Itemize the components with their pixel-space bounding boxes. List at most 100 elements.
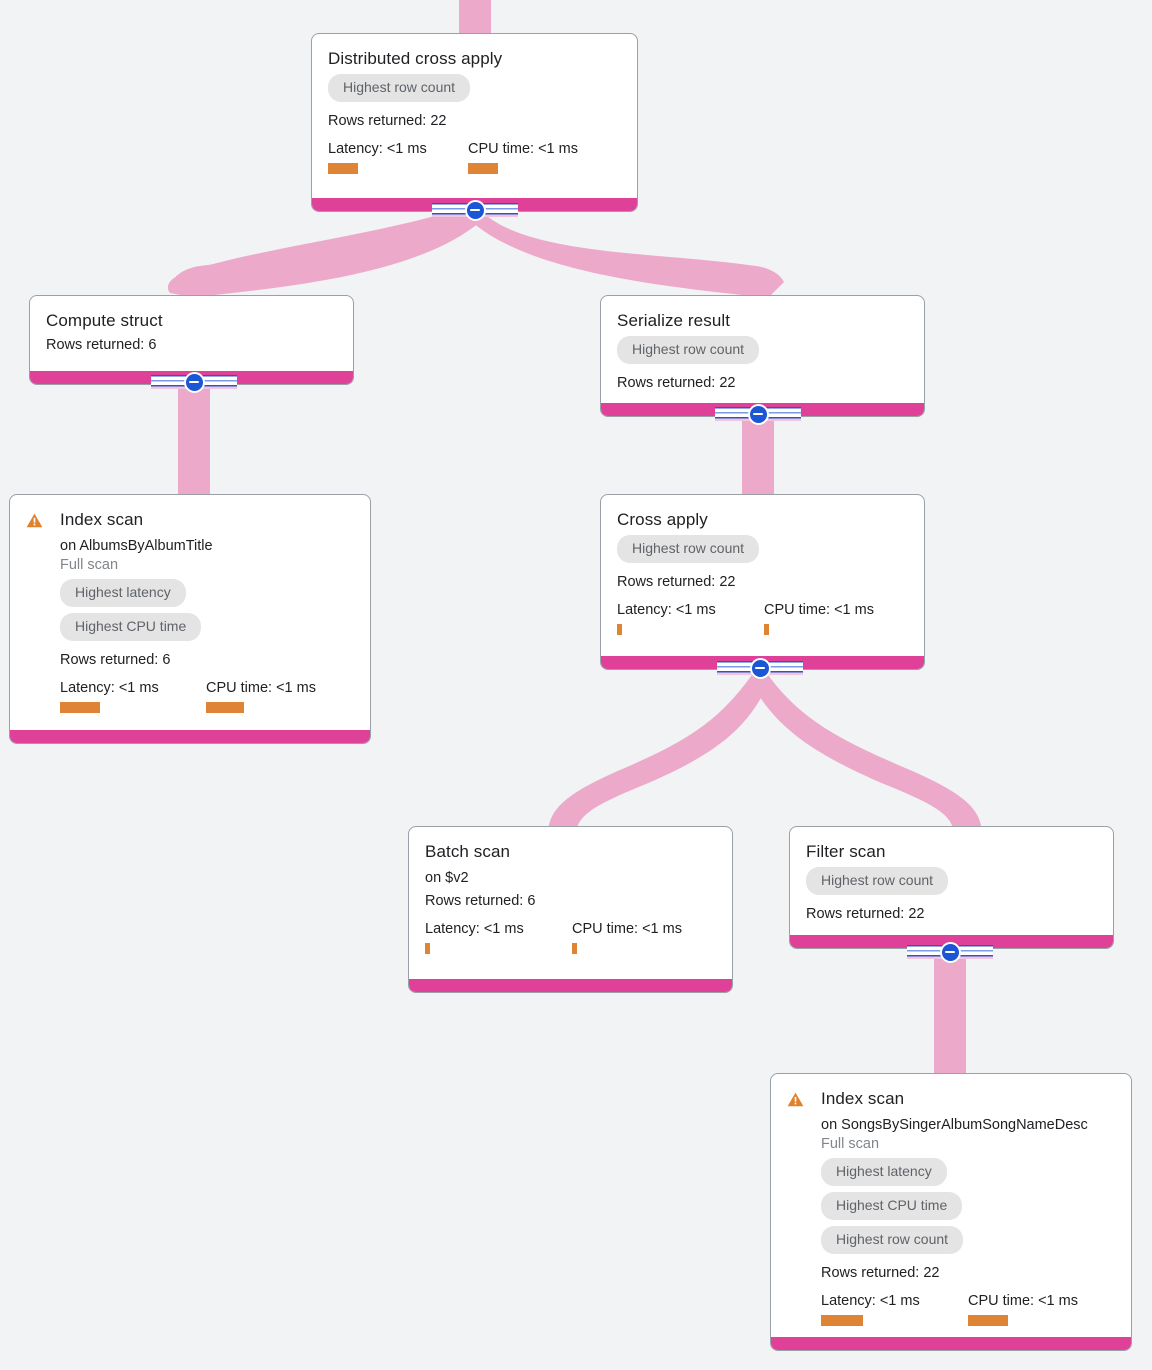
- metric-latency: Latency: <1 ms: [425, 920, 572, 954]
- node-badges: Highest latency Highest CPU time Highest…: [821, 1158, 1115, 1260]
- node-title: Batch scan: [425, 842, 511, 861]
- node-content: Compute struct Rows returned: 6: [46, 310, 337, 355]
- collapse-button-filter-scan[interactable]: [907, 941, 993, 963]
- minus-glyph: [470, 209, 480, 211]
- minus-icon[interactable]: [939, 941, 961, 963]
- metric-latency-bar: [60, 702, 100, 713]
- edge-root-to-compute-struct-body: [167, 208, 479, 296]
- metric-cpu-time-label: CPU time: <1 ms: [968, 1293, 1078, 1309]
- metric-cpu-time-bar: [206, 702, 244, 713]
- node-body: Serialize result Highest row count Rows …: [601, 296, 924, 409]
- node-body: Filter scan Highest row count Rows retur…: [790, 827, 1113, 940]
- rows-returned: Rows returned: 22: [328, 113, 447, 129]
- plan-node-index-scan-albums[interactable]: Index scan on AlbumsByAlbumTitle Full sc…: [9, 494, 371, 744]
- node-footer-bar: [10, 730, 370, 743]
- status-badge: Highest latency: [60, 579, 186, 607]
- node-scan-type: Full scan: [821, 1136, 880, 1152]
- warning-column: [787, 1088, 821, 1326]
- metric-cpu-time: CPU time: <1 ms: [764, 601, 874, 635]
- node-content: Cross apply Highest row count Rows retur…: [617, 509, 908, 635]
- edge-serialize-result-to-cross-apply: [742, 414, 774, 500]
- metric-latency: Latency: <1 ms: [328, 140, 468, 174]
- metric-cpu-time-bar: [572, 943, 577, 954]
- metric-latency-bar: [328, 163, 358, 174]
- node-title: Filter scan: [806, 842, 886, 861]
- rows-returned: Rows returned: 22: [821, 1265, 940, 1281]
- plan-node-cross-apply[interactable]: Cross apply Highest row count Rows retur…: [600, 494, 925, 670]
- edge-compute-struct-to-index-scan: [178, 382, 210, 500]
- status-badge: Highest row count: [821, 1226, 964, 1254]
- status-badge: Highest latency: [821, 1158, 947, 1186]
- collapse-button-serialize-result[interactable]: [715, 403, 801, 425]
- node-badges: Highest latency Highest CPU time: [60, 579, 354, 647]
- rows-returned: Rows returned: 6: [425, 893, 536, 909]
- metric-cpu-time: CPU time: <1 ms: [968, 1292, 1078, 1326]
- minus-glyph: [755, 667, 765, 669]
- status-badge: Highest row count: [328, 74, 471, 102]
- status-badge: Highest row count: [806, 867, 949, 895]
- collapse-button-distributed-cross-apply[interactable]: [432, 199, 518, 221]
- minus-icon[interactable]: [747, 403, 769, 425]
- metric-latency: Latency: <1 ms: [821, 1292, 968, 1326]
- node-subtitle: on $v2: [425, 870, 469, 886]
- plan-node-batch-scan[interactable]: Batch scan on $v2 Rows returned: 6 Laten…: [408, 826, 733, 993]
- minus-glyph: [753, 413, 763, 415]
- minus-icon[interactable]: [749, 657, 771, 679]
- metric-latency: Latency: <1 ms: [60, 679, 206, 713]
- node-title: Serialize result: [617, 311, 731, 330]
- metric-latency-label: Latency: <1 ms: [60, 680, 159, 696]
- edge-root-to-compute-struct: [176, 206, 474, 296]
- edge-filter-scan-to-index-scan: [934, 946, 966, 1078]
- plan-node-filter-scan[interactable]: Filter scan Highest row count Rows retur…: [789, 826, 1114, 949]
- node-content: Serialize result Highest row count Rows …: [617, 310, 908, 393]
- node-subtitle: on SongsBySingerAlbumSongNameDesc: [821, 1117, 1088, 1133]
- metric-latency: Latency: <1 ms: [617, 601, 764, 635]
- metric-cpu-time-label: CPU time: <1 ms: [764, 602, 874, 618]
- node-body: Batch scan on $v2 Rows returned: 6 Laten…: [409, 827, 732, 970]
- node-footer-bar: [409, 979, 732, 992]
- node-metrics: Latency: <1 ms CPU time: <1 ms: [821, 1292, 1115, 1326]
- node-badges: Highest row count: [806, 867, 1097, 901]
- node-subtitle: on AlbumsByAlbumTitle: [60, 538, 213, 554]
- metric-latency-label: Latency: <1 ms: [617, 602, 716, 618]
- node-footer-bar: [771, 1337, 1131, 1350]
- node-body: Index scan on AlbumsByAlbumTitle Full sc…: [10, 495, 370, 729]
- plan-node-compute-struct[interactable]: Compute struct Rows returned: 6: [29, 295, 354, 385]
- node-title: Index scan: [60, 510, 144, 529]
- minus-icon[interactable]: [183, 371, 205, 393]
- node-title: Distributed cross apply: [328, 49, 503, 68]
- rows-returned: Rows returned: 6: [46, 337, 157, 353]
- minus-icon[interactable]: [464, 199, 486, 221]
- warning-triangle-icon: [26, 513, 43, 528]
- edge-cross-apply-to-filter-scan-ribbon: [752, 672, 982, 836]
- node-body: Distributed cross apply Highest row coun…: [312, 34, 637, 190]
- collapse-button-compute-struct[interactable]: [151, 371, 237, 393]
- node-content: Index scan on SongsBySingerAlbumSongName…: [821, 1088, 1115, 1326]
- rows-returned: Rows returned: 22: [806, 906, 925, 922]
- plan-node-distributed-cross-apply[interactable]: Distributed cross apply Highest row coun…: [311, 33, 638, 212]
- metric-latency-bar: [617, 624, 622, 635]
- minus-glyph: [189, 381, 199, 383]
- metric-cpu-time-bar: [968, 1315, 1008, 1326]
- rows-returned: Rows returned: 6: [60, 652, 171, 668]
- plan-node-serialize-result[interactable]: Serialize result Highest row count Rows …: [600, 295, 925, 417]
- warning-triangle-icon: [787, 1092, 804, 1107]
- metric-latency-label: Latency: <1 ms: [425, 921, 524, 937]
- edge-root-to-compute-struct-ribbon: [172, 212, 480, 296]
- warning-column: [26, 509, 60, 713]
- edge-root-to-serialize-result-ribbon: [472, 212, 784, 296]
- metric-latency-bar: [425, 943, 430, 954]
- metric-cpu-time-label: CPU time: <1 ms: [206, 680, 316, 696]
- node-content: Distributed cross apply Highest row coun…: [328, 48, 621, 174]
- node-body: Index scan on SongsBySingerAlbumSongName…: [771, 1074, 1131, 1342]
- plan-node-index-scan-songs[interactable]: Index scan on SongsBySingerAlbumSongName…: [770, 1073, 1132, 1351]
- status-badge: Highest CPU time: [60, 613, 202, 641]
- node-scan-type: Full scan: [60, 557, 119, 573]
- metric-cpu-time-label: CPU time: <1 ms: [572, 921, 682, 937]
- node-title: Cross apply: [617, 510, 708, 529]
- metric-latency-bar: [821, 1315, 863, 1326]
- status-badge: Highest row count: [617, 336, 760, 364]
- node-title: Index scan: [821, 1089, 905, 1108]
- collapse-button-cross-apply[interactable]: [717, 657, 803, 679]
- node-metrics: Latency: <1 ms CPU time: <1 ms: [328, 140, 621, 174]
